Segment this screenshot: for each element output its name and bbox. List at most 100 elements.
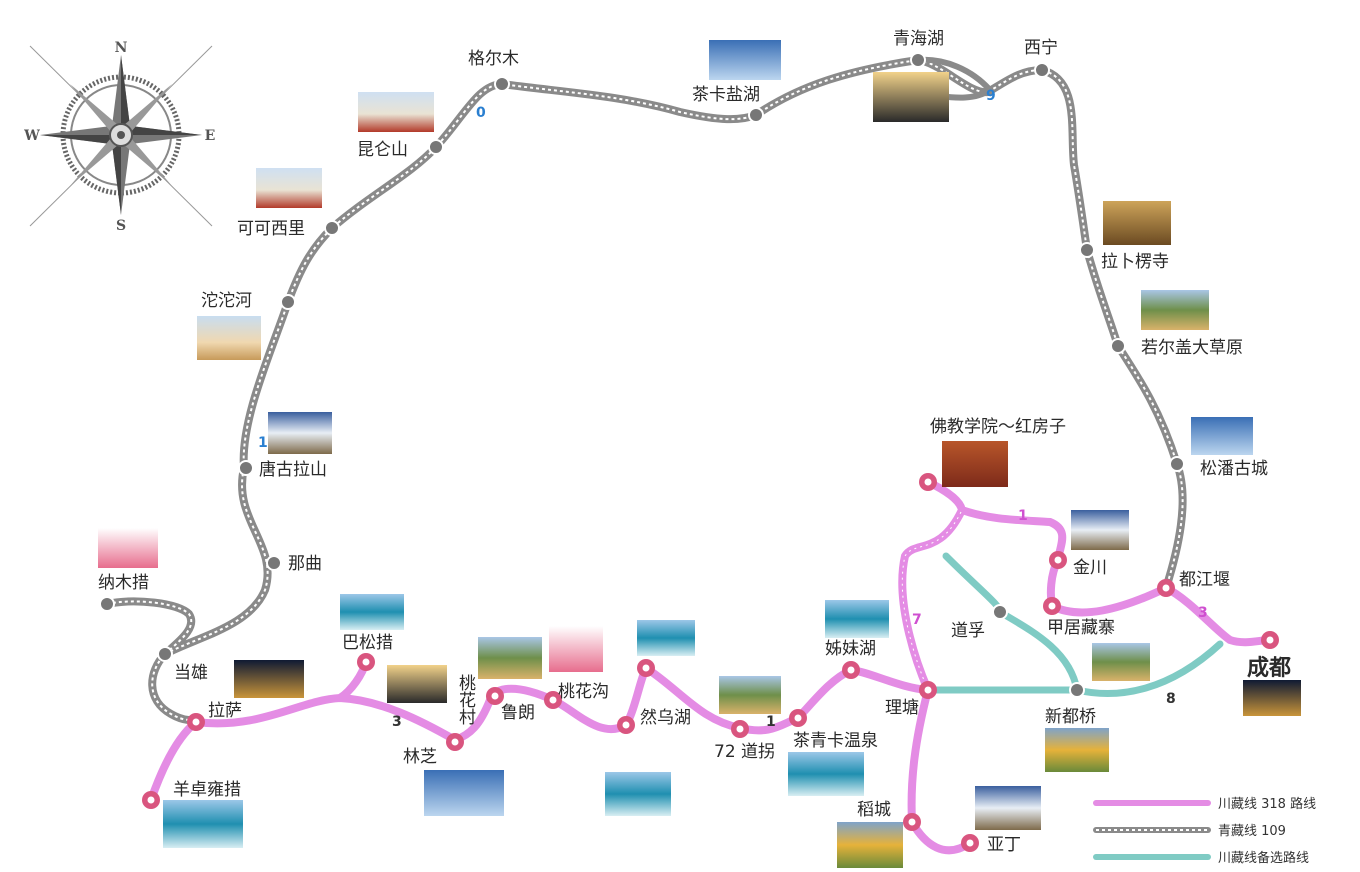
legend-label-teal: 川藏线备选路线 (1218, 850, 1309, 866)
pin-jinchuan[interactable] (1049, 551, 1067, 569)
label-taohuagou: 桃花沟 (558, 682, 609, 702)
stop-dot-kekexili[interactable] (324, 220, 340, 236)
photo-tuotuohe (197, 316, 261, 360)
stop-dot-qinghaihu[interactable] (910, 52, 926, 68)
legend-item-pink: 川藏线 318 路线 (1093, 796, 1316, 812)
photo-lulang (478, 637, 542, 679)
pin-72guai[interactable] (731, 720, 749, 738)
stop-dot-ruoergai[interactable] (1110, 338, 1126, 354)
photo-kunlunshan (358, 92, 434, 132)
photo-chengdu (1243, 680, 1301, 716)
label-zimeihu: 姊妹湖 (825, 639, 876, 659)
stop-dot-dangxiong[interactable] (157, 646, 173, 662)
stop-dot-songpan[interactable] (1169, 456, 1185, 472)
pin-taohuagou[interactable] (544, 691, 562, 709)
compass-rose: N S E W (23, 40, 215, 234)
photo-namucuo (98, 528, 158, 568)
label-lasa: 拉萨 (208, 701, 242, 721)
legend-label-pink: 川藏线 318 路线 (1218, 796, 1316, 812)
stop-dot-geermu[interactable] (494, 76, 510, 92)
photo-tanggula (268, 412, 332, 454)
segment-number: 7 (912, 612, 922, 628)
stop-dot-labuleng[interactable] (1079, 242, 1095, 258)
pin-yading[interactable] (961, 834, 979, 852)
label-xining: 西宁 (1024, 38, 1058, 58)
pin-zimeihu[interactable] (842, 661, 860, 679)
label-daofu: 道孚 (951, 621, 985, 641)
stop-dot-naqu[interactable] (266, 555, 282, 571)
label-dangxiong: 当雄 (174, 663, 208, 683)
pin-dujiangyan[interactable] (1157, 579, 1175, 597)
pin-lulang[interactable] (486, 687, 504, 705)
label-litang: 理塘 (885, 698, 919, 718)
stop-dot-kunlunshan[interactable] (428, 139, 444, 155)
compass-n-label: N (115, 40, 128, 56)
segment-number: 9 (986, 88, 996, 104)
photo-jinchuan (1071, 510, 1129, 550)
label-tuotuohe: 沱沱河 (201, 291, 252, 311)
pin-foxueyuan[interactable] (919, 473, 937, 491)
pin-midui[interactable] (617, 716, 635, 734)
pin-daocheng[interactable] (903, 813, 921, 831)
photo-jiaju (1092, 643, 1150, 681)
pin-basongcuo[interactable] (357, 653, 375, 671)
photo-ranwuhu (637, 620, 695, 656)
compass-e-label: E (205, 128, 216, 144)
photo-lasa (234, 660, 304, 698)
photo-foxueyuan (942, 441, 1008, 487)
segment-number: 3 (1198, 605, 1208, 621)
photo-qinghaihu (873, 72, 949, 122)
gray-stop-labels: 纳木措 当雄 那曲 唐古拉山 沱沱河 可可西里 昆仑山 格尔木 茶卡盐湖 青海湖… (98, 29, 1268, 683)
segment-number: 1 (1018, 508, 1028, 524)
stop-dot-xining[interactable] (1034, 62, 1050, 78)
photo-midui (605, 772, 671, 816)
photo-72guai (719, 676, 781, 714)
label-qinghaihu: 青海湖 (893, 29, 944, 49)
photo-linzhi (424, 770, 504, 816)
pin-ranwuhu[interactable] (637, 659, 655, 677)
legend: 川藏线 318 路线 青藏线 109 川藏线备选路线 (1093, 796, 1316, 866)
segment-number: 0 (476, 105, 486, 121)
stop-dot-namucuo[interactable] (99, 596, 115, 612)
legend-label-gray: 青藏线 109 (1218, 824, 1286, 839)
label-tanggula: 唐古拉山 (259, 459, 327, 480)
chuanzang-318-route (147, 478, 1274, 855)
label-basongcuo: 巴松措 (342, 633, 393, 653)
stop-dot-tanggula[interactable] (238, 460, 254, 476)
label-daocheng: 稻城 (857, 800, 891, 820)
label-yading: 亚丁 (987, 835, 1021, 855)
segment-number: 3 (392, 714, 402, 730)
pin-linzhi[interactable] (446, 733, 464, 751)
photo-basongcuo (340, 594, 404, 630)
pin-chaqingka[interactable] (789, 709, 807, 727)
label-taohuacun: 桃花村 (455, 674, 476, 725)
label-jiaju: 甲居藏寨 (1047, 618, 1115, 638)
label-jinchuan: 金川 (1073, 558, 1107, 578)
pin-chengdu[interactable] (1261, 631, 1279, 649)
photo-xinduqiao (1045, 728, 1109, 772)
label-kunlunshan: 昆仑山 (357, 140, 408, 160)
label-labuleng: 拉卜楞寺 (1101, 252, 1169, 272)
pin-yangzhuo[interactable] (142, 791, 160, 809)
label-chengdu: 成都 (1247, 656, 1291, 681)
photo-yading (975, 786, 1041, 830)
teal-stop-labels: 道孚 新都桥 (951, 621, 1096, 727)
gray-stop-markers (99, 52, 1185, 698)
photo-kekexili (256, 168, 322, 208)
pin-lasa[interactable] (187, 713, 205, 731)
photo-taohuacun (387, 665, 447, 703)
pin-jiaju[interactable] (1043, 597, 1061, 615)
label-ruoergai: 若尔盖大草原 (1141, 338, 1243, 358)
stop-dot-chaka[interactable] (748, 107, 764, 123)
label-linzhi: 林芝 (403, 747, 437, 767)
compass-s-label: S (116, 218, 126, 234)
label-foxueyuan: 佛教学院～红房子 (930, 417, 1066, 437)
label-geermu: 格尔木 (468, 49, 519, 69)
segment-numbers: 0 1 9 3 1 7 1 3 8 (258, 88, 1208, 730)
stop-dot-xinduqiao[interactable] (1069, 682, 1085, 698)
stop-dot-tuotuohe[interactable] (280, 294, 296, 310)
segment-number: 1 (766, 714, 776, 730)
pin-litang[interactable] (919, 681, 937, 699)
label-songpan: 松潘古城 (1200, 459, 1268, 479)
stop-dot-daofu[interactable] (992, 604, 1008, 620)
